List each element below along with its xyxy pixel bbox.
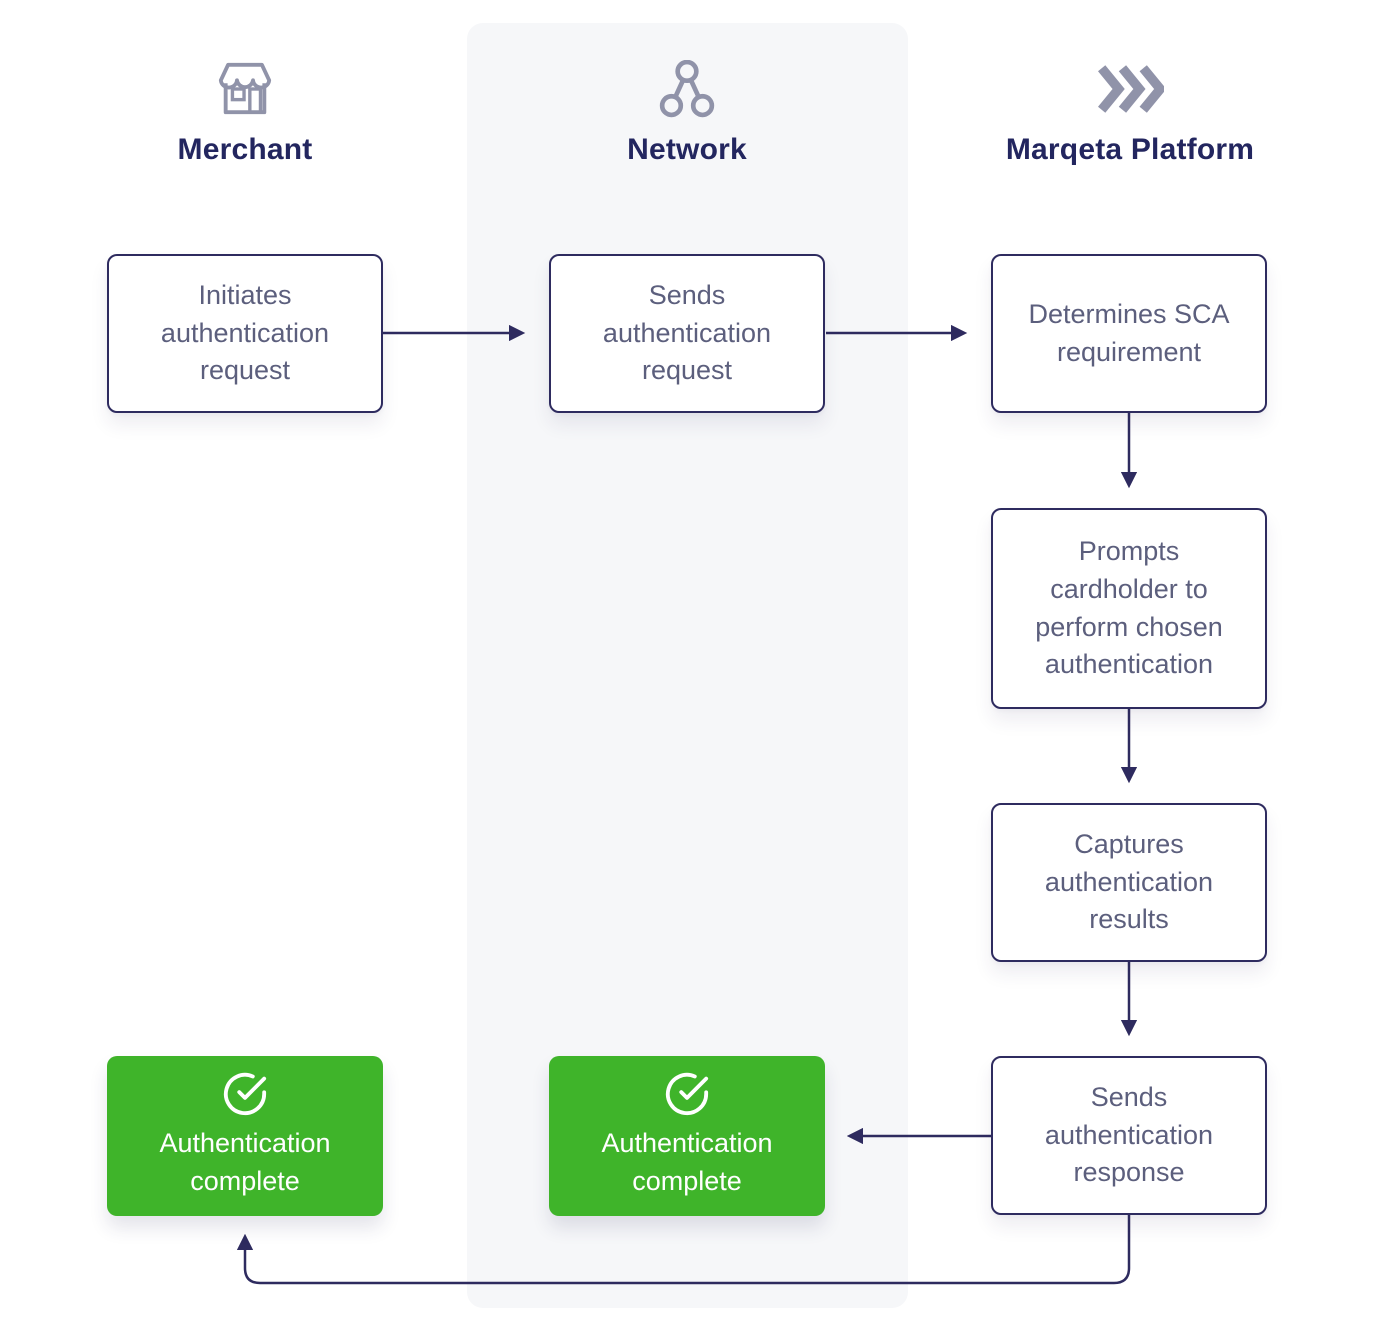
node-authentication-complete-network: Authentication complete xyxy=(549,1056,825,1216)
node-label: Captures authentication results xyxy=(1044,828,1214,935)
column-header-merchant: Merchant xyxy=(65,55,425,167)
network-nodes-icon xyxy=(507,55,867,123)
column-header-marqeta: Marqeta Platform xyxy=(950,55,1310,167)
node-label: Authentication complete xyxy=(159,1128,331,1196)
node-authentication-complete-merchant: Authentication complete xyxy=(107,1056,383,1216)
storefront-icon xyxy=(65,55,425,123)
node-prompts-cardholder: Prompts cardholder to perform chosen aut… xyxy=(991,508,1267,709)
column-header-label: Network xyxy=(627,133,747,166)
column-header-label: Merchant xyxy=(177,133,313,166)
node-sends-authentication-response: Sends authentication response xyxy=(991,1056,1267,1215)
triple-chevron-icon xyxy=(950,55,1310,123)
check-circle-icon xyxy=(665,1073,709,1116)
node-label: Sends authentication request xyxy=(602,279,772,386)
node-label: Authentication complete xyxy=(601,1128,773,1196)
node-initiates-authentication-request: Initiates authentication request xyxy=(107,254,383,413)
column-header-network: Network xyxy=(507,55,867,167)
node-captures-authentication-results: Captures authentication results xyxy=(991,803,1267,962)
node-label: Prompts cardholder to perform chosen aut… xyxy=(1035,535,1223,680)
check-circle-icon xyxy=(223,1073,267,1116)
node-sends-authentication-request: Sends authentication request xyxy=(549,254,825,413)
node-label: Initiates authentication request xyxy=(160,279,330,386)
node-determines-sca-requirement: Determines SCA requirement xyxy=(991,254,1267,413)
column-header-label: Marqeta Platform xyxy=(1005,133,1255,166)
node-label: Determines SCA requirement xyxy=(1028,298,1230,367)
node-label: Sends authentication response xyxy=(1044,1081,1214,1188)
